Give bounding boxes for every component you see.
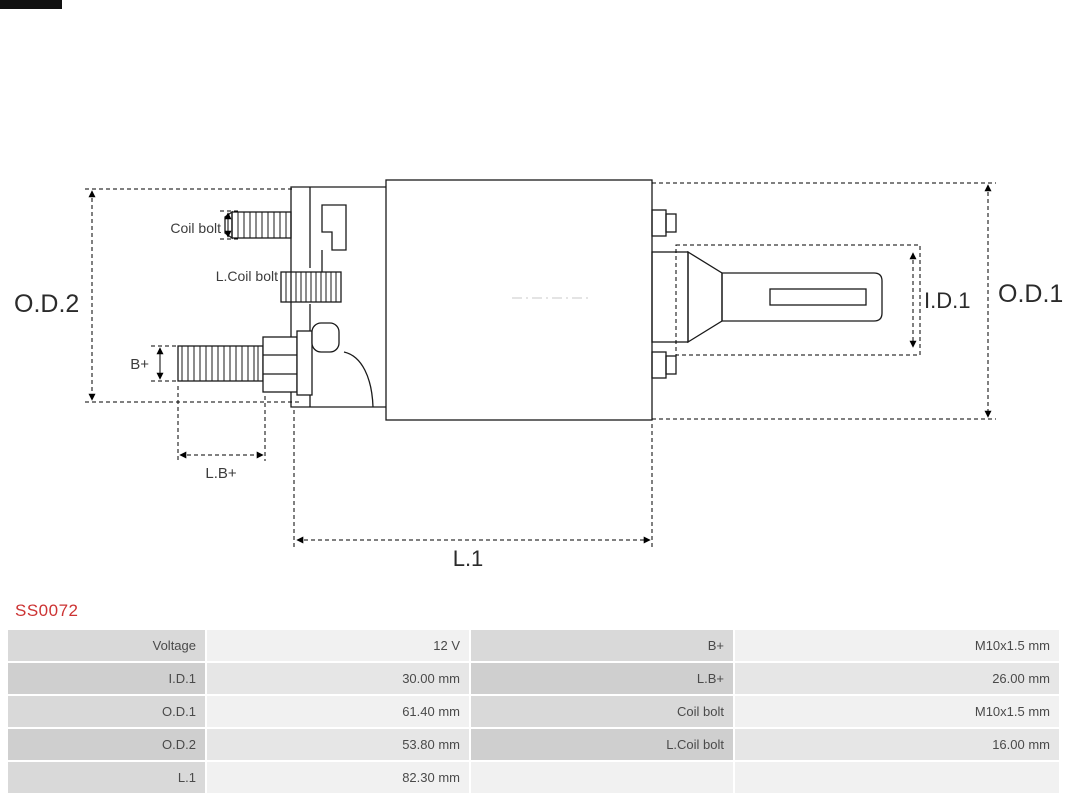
coil-bolt-sleeve-threads	[285, 272, 337, 302]
spec-row: O.D.1 61.40 mm Coil bolt M10x1.5 mm	[8, 696, 1059, 727]
spec-label-cell: O.D.1	[8, 696, 205, 727]
shaft-boss	[651, 251, 689, 343]
spec-label-cell: O.D.2	[8, 729, 205, 760]
b-plus-extension-lines	[151, 345, 176, 382]
od2-label: O.D.2	[14, 290, 79, 318]
spec-value-cell: 82.30 mm	[207, 762, 469, 793]
od2-extension-lines	[85, 188, 302, 403]
b-plus-hex-nut	[262, 336, 298, 393]
plunger-shaft	[721, 272, 883, 322]
solenoid-drawing: O.D.2 O.D.1 I.D.1 Coil bolt L.Coil bolt …	[14, 179, 1063, 571]
spec-row: O.D.2 53.80 mm L.Coil bolt 16.00 mm	[8, 729, 1059, 760]
spec-label-cell: L.Coil bolt	[471, 729, 733, 760]
diagram-labels: O.D.2 O.D.1 I.D.1 Coil bolt L.Coil bolt …	[14, 220, 1063, 571]
coil-bolt-threads	[237, 212, 287, 238]
b-plus-stud	[177, 345, 264, 382]
right-bottom-tab	[651, 351, 667, 379]
spec-value-cell: M10x1.5 mm	[735, 630, 1059, 661]
od1-extension-lines	[652, 182, 996, 420]
spec-value-cell: 26.00 mm	[735, 663, 1059, 694]
l1-label: L.1	[453, 546, 484, 571]
b-plus-label: B+	[130, 356, 149, 373]
coil-bolt-label: Coil bolt	[170, 220, 221, 236]
lb-plus-extension-lines	[177, 386, 266, 461]
part-number: SS0072	[15, 601, 79, 620]
od1-label: O.D.1	[998, 280, 1063, 308]
spec-value-cell: 53.80 mm	[207, 729, 469, 760]
solenoid-body-geometry	[177, 179, 883, 421]
spec-value-cell: M10x1.5 mm	[735, 696, 1059, 727]
spec-label-cell: I.D.1	[8, 663, 205, 694]
dimension-lines	[85, 182, 996, 548]
solenoid-main-body	[385, 179, 653, 421]
right-top-tab	[651, 209, 667, 237]
l1-extension-lines	[293, 410, 653, 548]
spec-value-cell: 12 V	[207, 630, 469, 661]
flange-fillet	[343, 351, 374, 408]
spec-label-cell: Voltage	[8, 630, 205, 661]
spec-table: Voltage 12 V B+ M10x1.5 mm I.D.1 30.00 m…	[6, 628, 1061, 795]
top-left-artifact	[0, 0, 62, 9]
lb-plus-label: L.B+	[205, 465, 237, 482]
b-plus-washer	[296, 330, 313, 396]
plunger-slot	[769, 288, 867, 306]
spec-value-cell: 61.40 mm	[207, 696, 469, 727]
spec-row: Voltage 12 V B+ M10x1.5 mm	[8, 630, 1059, 661]
id1-dashed-box	[675, 244, 921, 356]
solenoid-technical-diagram: O.D.2 O.D.1 I.D.1 Coil bolt L.Coil bolt …	[14, 179, 1063, 571]
spec-row: I.D.1 30.00 mm L.B+ 26.00 mm	[8, 663, 1059, 694]
id1-label: I.D.1	[924, 288, 970, 313]
spec-value-cell: 16.00 mm	[735, 729, 1059, 760]
spec-value-cell: 30.00 mm	[207, 663, 469, 694]
l-coil-bolt-label: L.Coil bolt	[216, 268, 278, 284]
spec-label-cell: L.B+	[471, 663, 733, 694]
right-top-tab-tip	[665, 213, 677, 233]
spec-value-cell	[735, 762, 1059, 793]
coil-bolt-extension-lines	[220, 210, 238, 240]
spec-label-cell: Coil bolt	[471, 696, 733, 727]
coil-bolt-bracket	[321, 204, 347, 272]
right-bottom-tab-tip	[665, 355, 677, 375]
spec-row: L.1 82.30 mm	[8, 762, 1059, 793]
b-plus-threads	[181, 346, 259, 381]
spec-label-cell: B+	[471, 630, 733, 661]
hex-nut-facets	[263, 354, 297, 375]
shaft-taper	[687, 250, 723, 344]
spec-label-cell: L.1	[8, 762, 205, 793]
spec-label-cell	[471, 762, 733, 793]
b-plus-terminal-cap	[311, 322, 340, 353]
